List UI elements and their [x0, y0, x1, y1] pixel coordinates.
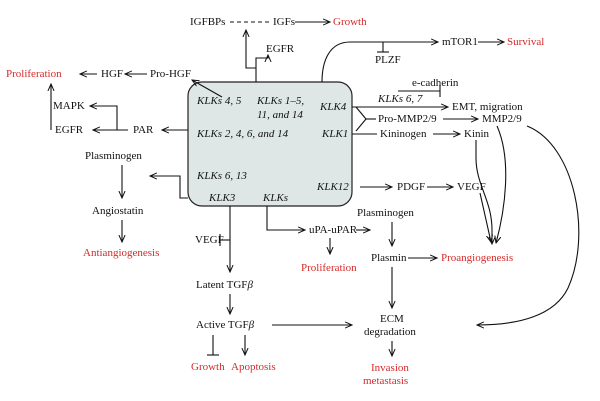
ecm-label-2: degradation: [364, 326, 416, 338]
mmp-ecm-arrow: [477, 125, 580, 325]
plasminogen-mid-label: Plasminogen: [357, 207, 414, 219]
igfs-label: IGFs: [273, 16, 295, 28]
box-prohgf-arrow: [192, 80, 223, 98]
box-plasminogen-arrow: [150, 176, 188, 199]
center-klk12: KLK12: [316, 181, 349, 193]
pro-mmp-label: Pro-MMP2/9: [378, 113, 437, 125]
center-klks: KLKs: [262, 192, 288, 204]
mapk-label: MAPK: [53, 100, 85, 112]
klk67-label: KLKs 6, 7: [377, 93, 423, 105]
center-klk45: KLKs 4, 5: [196, 95, 242, 107]
box-to-igfs-arrow: [246, 30, 256, 69]
active-tgf-label: Active TGFβ: [196, 319, 255, 331]
mmp-label: MMP2/9: [482, 113, 522, 125]
box-to-mtor1-arrow: [321, 42, 438, 83]
growth-top-label: Growth: [333, 16, 367, 28]
emt-label: EMT, migration: [452, 101, 523, 113]
antiangiogenesis-label: Antiangiogenesis: [83, 247, 159, 259]
igfbps-label: IGFBPs: [190, 16, 225, 28]
mmp-proangio-arrow: [496, 125, 507, 243]
mtor1-label: mTOR1: [442, 36, 478, 48]
center-klk4: KLK4: [319, 101, 347, 113]
pro-hgf-label: Pro-HGF: [150, 68, 191, 80]
box-to-egfr-top-arrow: [255, 55, 268, 68]
latent-tgf-label: Latent TGFβ: [196, 279, 253, 291]
latent-tgf-text: Latent TGF: [196, 279, 247, 291]
latent-tgf-beta: β: [246, 279, 253, 291]
par-label: PAR: [133, 124, 154, 136]
proliferation-left-label: Proliferation: [6, 68, 62, 80]
plzf-label: PLZF: [375, 54, 401, 66]
egfr-top-label: EGFR: [266, 43, 295, 55]
par-mapk-arrow: [90, 106, 118, 130]
plzf-inhibit-line: [368, 41, 384, 52]
plasmin-label: Plasmin: [371, 252, 407, 264]
vegf-right-label: VEGF: [457, 181, 486, 193]
kinin-proangio-arrow: [475, 140, 492, 244]
klk1-to-promm-line: [355, 118, 367, 132]
metastasis-label: metastasis: [363, 375, 408, 387]
center-klk1: KLK1: [321, 128, 348, 140]
invasion-label: Invasion: [371, 362, 409, 374]
plasminogen-left-label: Plasminogen: [85, 150, 142, 162]
apoptosis-label: Apoptosis: [231, 361, 276, 373]
growth-bottom-label: Growth: [191, 361, 225, 373]
egfr-left-label: EGFR: [55, 124, 84, 136]
angiostatin-label: Angiostatin: [92, 205, 144, 217]
kininogen-label: Kininogen: [380, 128, 427, 140]
center-klk1-5-line2: 11, and 14: [257, 109, 303, 121]
center-klk2-4-6: KLKs 2, 4, 6, and 14: [196, 128, 289, 140]
upa-upar-label: uPA-uPAR: [309, 224, 358, 236]
active-tgf-text: Active TGF: [196, 319, 249, 331]
pdgf-label: PDGF: [397, 181, 425, 193]
center-klk3: KLK3: [208, 192, 236, 204]
active-tgf-beta: β: [248, 319, 255, 331]
vegf-proangio-arrow: [479, 192, 491, 242]
proangiogenesis-label: Proangiogenesis: [441, 252, 513, 264]
box-upa-arrow: [266, 206, 305, 230]
vegf-left-label: VEGF: [195, 234, 224, 246]
hgf-label: HGF: [101, 68, 123, 80]
klk-central-box: [187, 81, 353, 207]
proliferation-mid-label: Proliferation: [301, 262, 357, 274]
klk4-to-promm-line: [355, 106, 367, 120]
center-klk6-13: KLKs 6, 13: [196, 170, 247, 182]
e-cadherin-label: e-cadherin: [412, 77, 459, 89]
kinin-label: Kinin: [464, 128, 490, 140]
survival-label: Survival: [507, 36, 544, 48]
center-klk1-5-line1: KLKs 1–5,: [256, 95, 304, 107]
ecm-label-1: ECM: [380, 313, 404, 325]
